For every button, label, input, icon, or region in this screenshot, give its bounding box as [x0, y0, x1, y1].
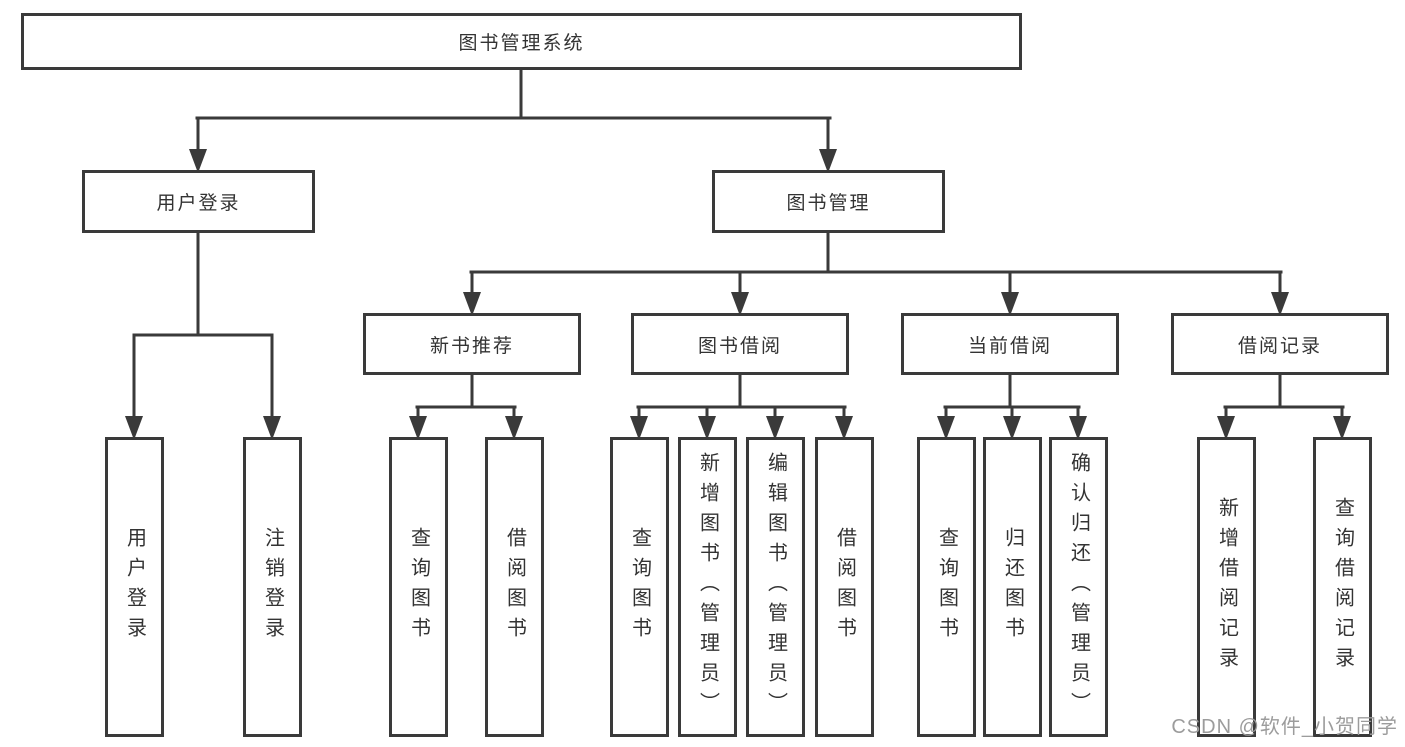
arrowhead [698, 416, 716, 440]
edge-borrow-to-leaves [636, 373, 847, 421]
edge-bookmgmt-to-level3 [469, 231, 1283, 297]
watermark: CSDN @软件_小贺同学 [1171, 716, 1398, 738]
arrowheads [125, 149, 1351, 440]
node-borrow-records: 借阅记录 [1171, 313, 1389, 375]
edge-records-to-leaves [1223, 373, 1345, 421]
node-root: 图书管理系统 [21, 13, 1022, 70]
arrowhead [766, 416, 784, 440]
leaf-query-books-recommend: 查询图书 [389, 437, 448, 737]
leaf-borrow-books: 借阅图书 [815, 437, 874, 737]
arrowhead [731, 292, 749, 316]
leaf-query-books-current: 查询图书 [917, 437, 976, 737]
arrowhead [835, 416, 853, 440]
arrowhead [1001, 292, 1019, 316]
node-user-login: 用户登录 [82, 170, 315, 233]
arrowhead [263, 416, 281, 440]
leaf-edit-book-admin: 编辑图书（管理员） [746, 437, 805, 737]
leaf-borrow-books-recommend: 借阅图书 [485, 437, 544, 737]
arrowhead [1333, 416, 1351, 440]
arrowhead [1003, 416, 1021, 440]
edge-current-to-leaves [943, 373, 1081, 421]
arrowhead [819, 149, 837, 173]
leaf-logout: 注销登录 [243, 437, 302, 737]
node-book-borrow: 图书借阅 [631, 313, 849, 375]
leaf-query-borrow-record: 查询借阅记录 [1313, 437, 1372, 737]
arrowhead [937, 416, 955, 440]
leaf-return-book: 归还图书 [983, 437, 1042, 737]
arrowhead [1217, 416, 1235, 440]
edge-root-to-level2 [195, 67, 832, 154]
leaf-query-books-borrow: 查询图书 [610, 437, 669, 737]
leaf-user-login: 用户登录 [105, 437, 164, 737]
arrowhead [125, 416, 143, 440]
arrowhead [1069, 416, 1087, 440]
arrowhead [409, 416, 427, 440]
arrowhead [463, 292, 481, 316]
node-book-management: 图书管理 [712, 170, 945, 233]
node-new-book-recommend: 新书推荐 [363, 313, 581, 375]
edge-userlogin-to-leaves [132, 231, 274, 421]
node-current-borrow: 当前借阅 [901, 313, 1119, 375]
edge-newbook-to-leaves [415, 373, 517, 421]
arrowhead [505, 416, 523, 440]
leaf-add-book-admin: 新增图书（管理员） [678, 437, 737, 737]
arrowhead [1271, 292, 1289, 316]
leaf-confirm-return-admin: 确认归还（管理员） [1049, 437, 1108, 737]
arrowhead [630, 416, 648, 440]
leaf-add-borrow-record: 新增借阅记录 [1197, 437, 1256, 737]
arrowhead [189, 149, 207, 173]
